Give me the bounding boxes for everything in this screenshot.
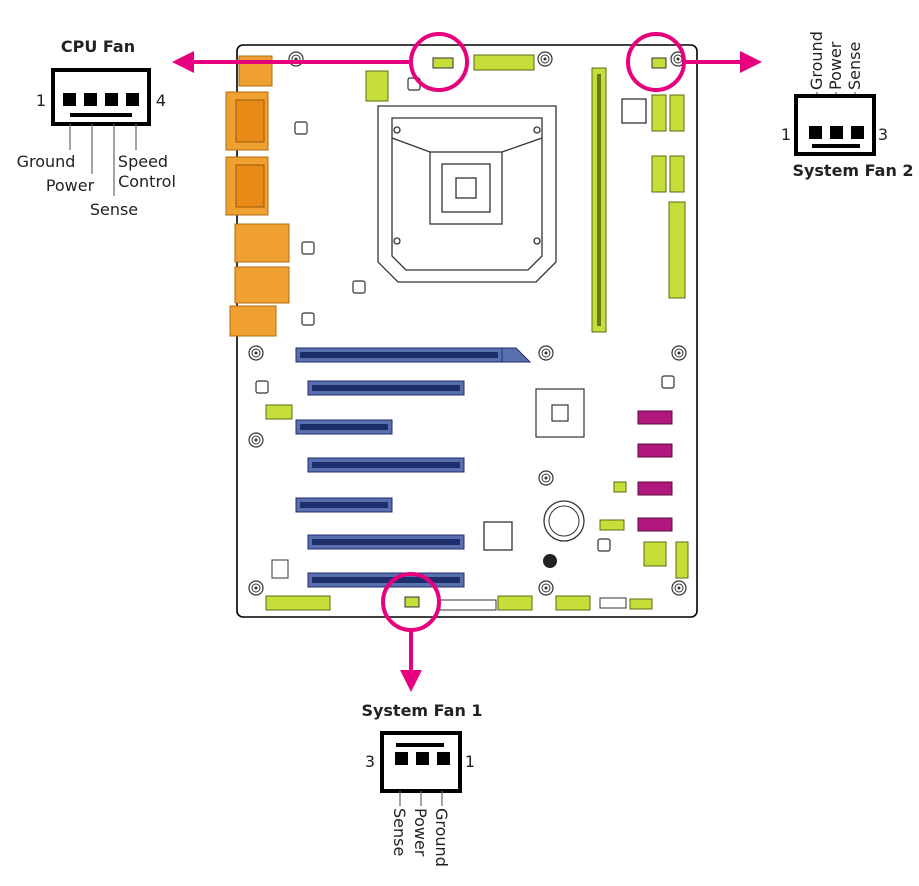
system-fan-1-pin-ground: Ground (432, 808, 451, 867)
arrow-icon (400, 670, 422, 692)
system-fan-2-pin-ground: Ground (807, 31, 826, 90)
system-fan-1-callout: System Fan 1 3 1 Sense Power Ground (361, 701, 482, 867)
board-outline (236, 44, 698, 618)
rear-io (225, 55, 290, 337)
system-fan-1-pin-first: 3 (365, 752, 375, 771)
cpu-fan-title: CPU Fan (61, 37, 135, 56)
callouts (172, 32, 762, 692)
cpu-fan-pin-ground: Ground (17, 152, 76, 171)
system-fan-2-pin-power: Power (826, 41, 845, 90)
cpu-fan-pin-power: Power (46, 176, 95, 195)
system-fan-2-callout: Ground Power Sense 1 3 System Fan 2 (781, 31, 914, 180)
system-fan-1-header (404, 596, 420, 608)
system-fan-2-header (651, 57, 667, 69)
sata-connectors (637, 410, 673, 532)
cpu-socket (377, 105, 557, 283)
cpu-fan-pin-last: 4 (156, 91, 166, 110)
system-fan-1-title: System Fan 1 (361, 701, 482, 720)
system-fan-2-pin-first: 1 (781, 125, 791, 144)
system-fan-2-title: System Fan 2 (792, 161, 913, 180)
cpu-fan-header (432, 57, 454, 69)
system-fan-2-connector-icon (794, 94, 876, 156)
arrow-icon (740, 51, 762, 73)
board-headers (265, 54, 686, 611)
motherboard (225, 44, 698, 618)
cpu-fan-pin-control: Control (118, 172, 176, 191)
arrow-icon (172, 51, 194, 73)
cpu-fan-callout: CPU Fan 1 4 Ground Power Sense Speed Con… (17, 37, 176, 219)
system-fan-2-pin-sense: Sense (845, 42, 864, 90)
cpu-fan-pin-first: 1 (36, 91, 46, 110)
cpu-fan-pin-speed: Speed (118, 152, 168, 171)
dimm-slot (591, 67, 607, 333)
cpu-fan-pin-sense: Sense (90, 200, 138, 219)
system-fan-1-pin-power: Power (411, 808, 430, 857)
system-fan-2-pin-last: 3 (878, 125, 888, 144)
expansion-slots (295, 347, 532, 588)
board-components (255, 77, 689, 611)
system-fan-1-pin-sense: Sense (390, 808, 409, 856)
system-fan-1-pin-last: 1 (465, 752, 475, 771)
